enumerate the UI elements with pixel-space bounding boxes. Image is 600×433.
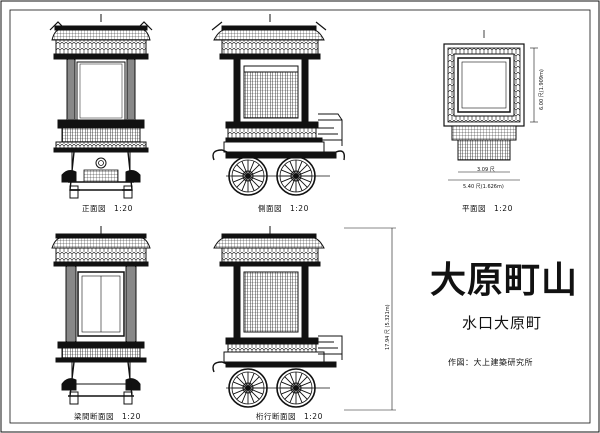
side-view-label: 側面図 1:20 bbox=[258, 204, 309, 213]
girder-section bbox=[212, 226, 396, 411]
overall-height-dim: 17.94 尺 (5.321m) bbox=[385, 304, 391, 350]
side-elevation bbox=[211, 14, 346, 196]
drawing-title: 大原町山 bbox=[430, 259, 579, 301]
drawing-subtitle: 水口大原町 bbox=[462, 314, 543, 332]
girder-section-label: 桁行断面図 1:20 bbox=[256, 412, 323, 421]
beam-section bbox=[51, 226, 151, 405]
plan-view bbox=[443, 30, 538, 181]
plan-full-width-dim: 5.40 尺(1.626m) bbox=[463, 184, 504, 190]
plan-depth-dim: 6.00 尺(1.909m) bbox=[539, 69, 545, 110]
plan-width-dim: 3.09 尺 bbox=[477, 167, 495, 173]
beam-section-label: 梁間断面図 1:20 bbox=[74, 412, 141, 421]
front-elevation bbox=[49, 14, 153, 199]
front-view-label: 正面図 1:20 bbox=[82, 204, 133, 213]
plan-view-label: 平面図 1:20 bbox=[462, 204, 513, 213]
drawing-credit: 作図：大上建築研究所 bbox=[448, 358, 533, 367]
